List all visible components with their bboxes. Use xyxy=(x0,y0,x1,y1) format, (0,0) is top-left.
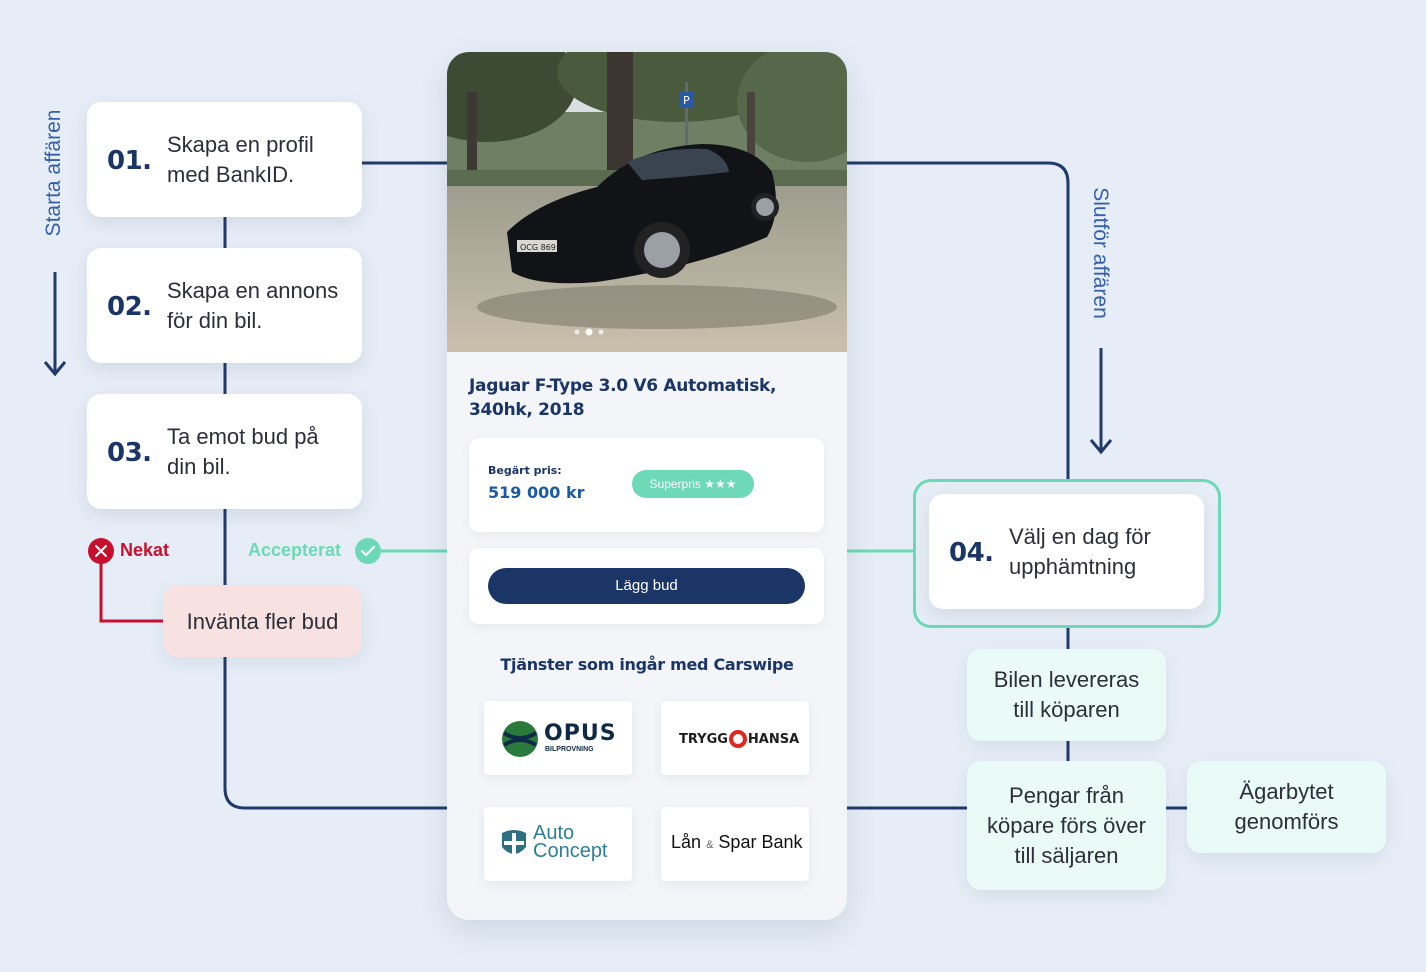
step-01-text: Skapa en profil med BankID. xyxy=(167,130,314,190)
ownership-line2: genomförs xyxy=(1234,809,1339,834)
finish-flow-label: Slutför affären xyxy=(1089,187,1112,319)
hansa-text: HANSA xyxy=(747,731,800,747)
spar-bank-text: Spar Bank xyxy=(718,832,803,852)
bid-box: Lägg bud xyxy=(469,548,824,624)
payment-line2: köpare förs över xyxy=(987,812,1146,838)
step-04-number: 04. xyxy=(949,538,994,568)
place-bid-button[interactable]: Lägg bud xyxy=(488,568,805,604)
close-icon xyxy=(95,545,107,557)
rejected-label: Nekat xyxy=(120,540,170,560)
auto-concept-icon xyxy=(502,830,526,855)
step-03-line2: din bil. xyxy=(167,454,231,479)
car-delivered-card: Bilen levereras till köparen xyxy=(967,649,1166,741)
trygg-text: TRYGG xyxy=(679,731,728,747)
step-02-line2: för din bil. xyxy=(167,308,263,333)
wait-for-bids-card: Invänta fler bud xyxy=(163,586,362,657)
opus-logo: OPUS BILPROVNING xyxy=(484,701,632,775)
start-flow-label: Starta affären xyxy=(42,109,65,237)
car-delivered-line2: till köparen xyxy=(1013,697,1120,722)
payment-card: Pengar från köpare förs över till säljar… xyxy=(967,761,1166,890)
step-03-line1: Ta emot bud på xyxy=(167,424,319,449)
services-title: Tjänster som ingår med Carswipe xyxy=(500,655,794,674)
accepted-label: Accepterat xyxy=(248,540,342,560)
concept-text: Concept xyxy=(533,840,608,862)
step-01-line1: Skapa en profil xyxy=(167,132,314,157)
step-03-card: 03. Ta emot bud på din bil. xyxy=(87,394,362,509)
step-04-text: Välj en dag för upphämtning xyxy=(1009,522,1151,582)
car-photo: P OCG 869 xyxy=(447,52,847,352)
step-01-card: 01. Skapa en profil med BankID. xyxy=(87,102,362,217)
wait-for-bids-label: Invänta fler bud xyxy=(186,608,339,634)
price-value: 519 000 kr xyxy=(488,483,585,502)
lan-amp: & xyxy=(706,839,714,851)
listing-title: Jaguar F-Type 3.0 V6 Automatisk, 340hk, … xyxy=(469,374,799,422)
step-01-line2: med BankID. xyxy=(167,162,295,187)
step-02-line1: Skapa en annons xyxy=(167,278,339,303)
step-04-line2: upphämtning xyxy=(1009,554,1137,579)
payment-line3: till säljaren xyxy=(1014,842,1119,868)
auto-concept-logo: Auto Concept xyxy=(484,807,632,881)
step-04-card: 04. Välj en dag för upphämtning xyxy=(929,494,1204,609)
opus-subtitle: BILPROVNING xyxy=(545,746,594,753)
step-02-card: 02. Skapa en annons för din bil. xyxy=(87,248,362,363)
step-04-line1: Välj en dag för xyxy=(1009,524,1151,549)
lan-spar-bank-logo: Lån & Spar Bank xyxy=(661,807,809,881)
license-plate: OCG 869 xyxy=(520,243,556,252)
opus-globe-icon xyxy=(502,721,538,757)
listing-title-line1: Jaguar F-Type 3.0 V6 Automatisk, xyxy=(469,376,777,396)
listing-title-line2: 340hk, 2018 xyxy=(469,400,585,420)
step-03-number: 03. xyxy=(107,438,152,468)
step-04-highlight xyxy=(913,479,1221,628)
opus-name: OPUS xyxy=(544,721,617,746)
lifebuoy-icon xyxy=(728,730,747,748)
car-delivered-line1: Bilen levereras xyxy=(993,667,1140,692)
auto-text: Auto xyxy=(533,822,575,844)
price-box: Begärt pris: 519 000 kr Superpris ★★★ xyxy=(469,438,824,532)
listing-phone: P OCG 869 Jaguar F-Type 3.0 V6 Automatis… xyxy=(447,52,847,920)
step-02-number: 02. xyxy=(107,292,152,322)
check-icon xyxy=(360,545,376,557)
trygg-hansa-logo: TRYGG HANSA xyxy=(661,701,809,775)
step-03-text: Ta emot bud på din bil. xyxy=(167,422,319,482)
accepted-icon xyxy=(355,538,381,564)
rejected-icon xyxy=(88,538,114,564)
superpris-badge: Superpris ★★★ xyxy=(632,470,754,498)
price-label: Begärt pris: xyxy=(488,464,562,477)
ownership-line1: Ägarbytet xyxy=(1239,779,1334,804)
step-01-number: 01. xyxy=(107,146,152,176)
ownership-transfer-card: Ägarbytet genomförs xyxy=(1187,761,1386,853)
payment-line1: Pengar från xyxy=(1009,782,1124,808)
parking-sign: P xyxy=(683,94,690,107)
step-02-text: Skapa en annons för din bil. xyxy=(167,276,338,336)
lan-text: Lån xyxy=(671,832,702,852)
